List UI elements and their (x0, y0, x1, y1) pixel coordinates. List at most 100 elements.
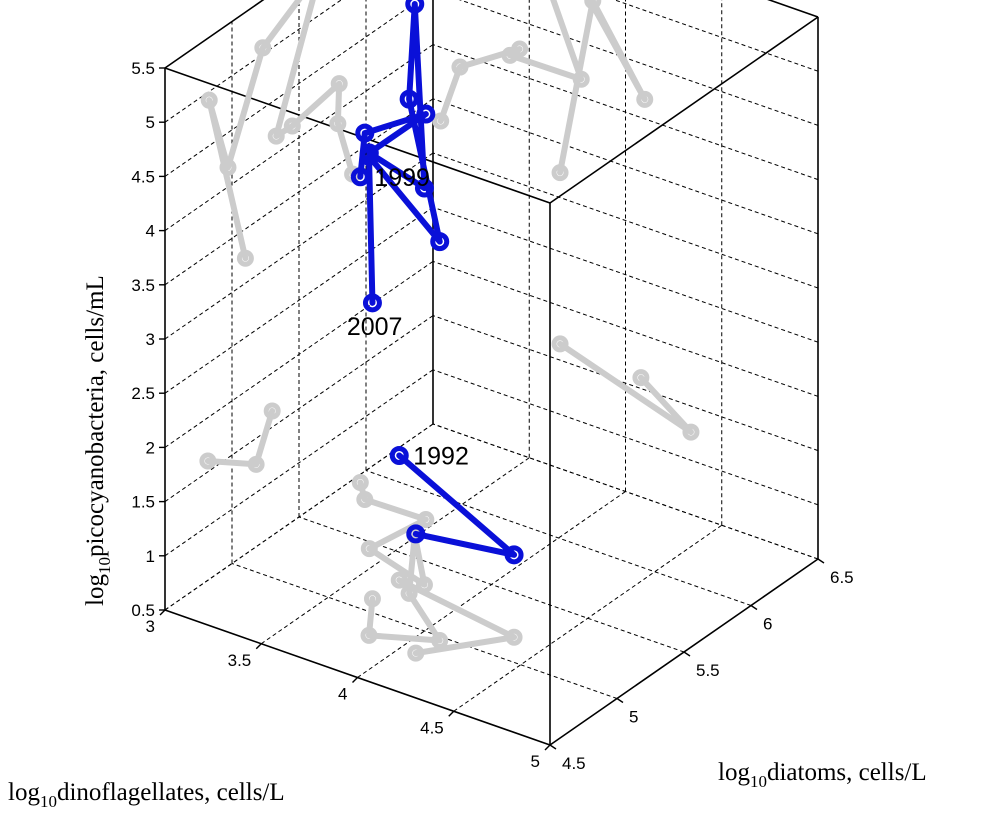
trajectory-point (389, 445, 409, 465)
axes-box (159, 0, 825, 751)
tick-label: 4 (338, 685, 347, 704)
trajectory-line (357, 1, 443, 306)
tick-label: 1 (146, 547, 155, 566)
tick-label: 2 (146, 438, 155, 457)
floor-projection-line (396, 577, 518, 657)
tick-mark (750, 604, 758, 611)
floor-projection-point (363, 590, 381, 608)
tick-mark (544, 744, 551, 751)
floor-projection-point (505, 628, 523, 646)
tick-mark (549, 744, 557, 750)
right-wall-projection-line (206, 0, 356, 262)
year-label: 1999 (374, 164, 430, 192)
right-wall-projection-point (254, 39, 272, 57)
floor-projection-point (360, 626, 378, 644)
floor-projection-point (407, 644, 425, 662)
left-wall-projection-point (572, 70, 590, 88)
floor-projection-line (357, 479, 443, 644)
left-wall-projection-point (451, 58, 469, 76)
trajectory-point (405, 0, 425, 14)
grid-line (231, 563, 618, 699)
right-wall-projection-point (330, 75, 348, 93)
left-wall-projection-point (682, 423, 700, 441)
grid-line (164, 0, 342, 123)
tick-mark (683, 651, 691, 657)
tick-label: 5 (146, 113, 155, 132)
year-label: 2007 (347, 313, 403, 341)
tick-label: 3.5 (228, 651, 252, 670)
z-axis-title: log10picocyanobacteria, cells/mL (82, 275, 114, 606)
left-wall-projection-line (437, 0, 648, 176)
tick-mark (448, 710, 455, 717)
floor-projection-point (415, 576, 433, 594)
right-wall-projection-point (247, 455, 265, 473)
grid-line (260, 457, 530, 645)
tick-label: 3.5 (131, 276, 155, 295)
grid-line (432, 423, 819, 560)
left-wall-projection-point (551, 164, 569, 182)
left-wall-projection-point (501, 46, 519, 64)
tick-label: 1.5 (131, 493, 155, 512)
trajectory-point (355, 123, 375, 143)
tick-label: 0.5 (131, 601, 155, 620)
tick-label: 6 (763, 615, 772, 634)
grid-line (432, 152, 819, 289)
tick-label: 5 (531, 752, 540, 771)
floor-projection-point (360, 540, 378, 558)
right-wall-projection-point (219, 158, 237, 176)
tick-mark (616, 697, 624, 704)
floor-projection-point (431, 632, 449, 650)
left-wall-projection-point (551, 335, 569, 353)
trajectory-line (396, 452, 518, 558)
left-wall-projection-point (432, 112, 450, 130)
tick-label: 4 (146, 222, 155, 241)
trajectory-point (504, 545, 524, 565)
right-wall-projection-point (267, 127, 285, 145)
tick-label: 2.5 (131, 384, 155, 403)
grid-line (365, 470, 752, 606)
trajectory-traces (350, 0, 524, 565)
trajectory-point (414, 178, 434, 198)
tick-label: 5.5 (696, 661, 720, 680)
right-wall-projection-point (200, 91, 218, 109)
grid-line (164, 0, 421, 177)
right-wall-projection-point (236, 249, 254, 267)
trajectory-point (416, 104, 436, 124)
left-wall-projection-point (632, 369, 650, 387)
box-edge (549, 16, 819, 204)
grid-line (432, 206, 819, 343)
grid-line (298, 516, 685, 653)
grid-line (164, 206, 434, 394)
floor-projection-point (356, 490, 374, 508)
tick-label: 3 (146, 330, 155, 349)
tick-label: 5.5 (131, 59, 155, 78)
tick-label: 4.5 (131, 167, 155, 186)
tick-label: 6.5 (830, 568, 854, 587)
left-wall-projection-point (584, 0, 602, 10)
right-wall-projection-point (283, 117, 301, 135)
tick-label: 4.5 (420, 718, 444, 737)
year-annotations: 1992 1999 2007 (347, 164, 469, 471)
floor-projection-point (390, 571, 408, 589)
year-label: 1992 (413, 442, 469, 470)
box-edge (164, 0, 265, 69)
y-axis-title: log10diatoms, cells/L (718, 759, 927, 791)
tick-label: 5 (629, 708, 638, 727)
grid-lines (164, 0, 819, 746)
right-wall-projection-point (329, 115, 347, 133)
left-wall-projection-point (636, 90, 654, 108)
grid-line (432, 369, 819, 506)
tick-mark (352, 677, 358, 683)
left-wall-projection-line (557, 340, 694, 436)
trajectory-point (350, 167, 370, 187)
floor-projection-point (400, 584, 418, 602)
tick-mark (817, 558, 825, 564)
tick-label: 4.5 (562, 754, 586, 773)
x-axis-title: log10dinoflagellates, cells/L (8, 779, 285, 811)
floor-projection-point (417, 510, 435, 528)
tick-mark (159, 609, 166, 616)
grid-line (164, 152, 434, 340)
trajectory-point (362, 293, 382, 313)
floor-projection-point (351, 474, 369, 491)
